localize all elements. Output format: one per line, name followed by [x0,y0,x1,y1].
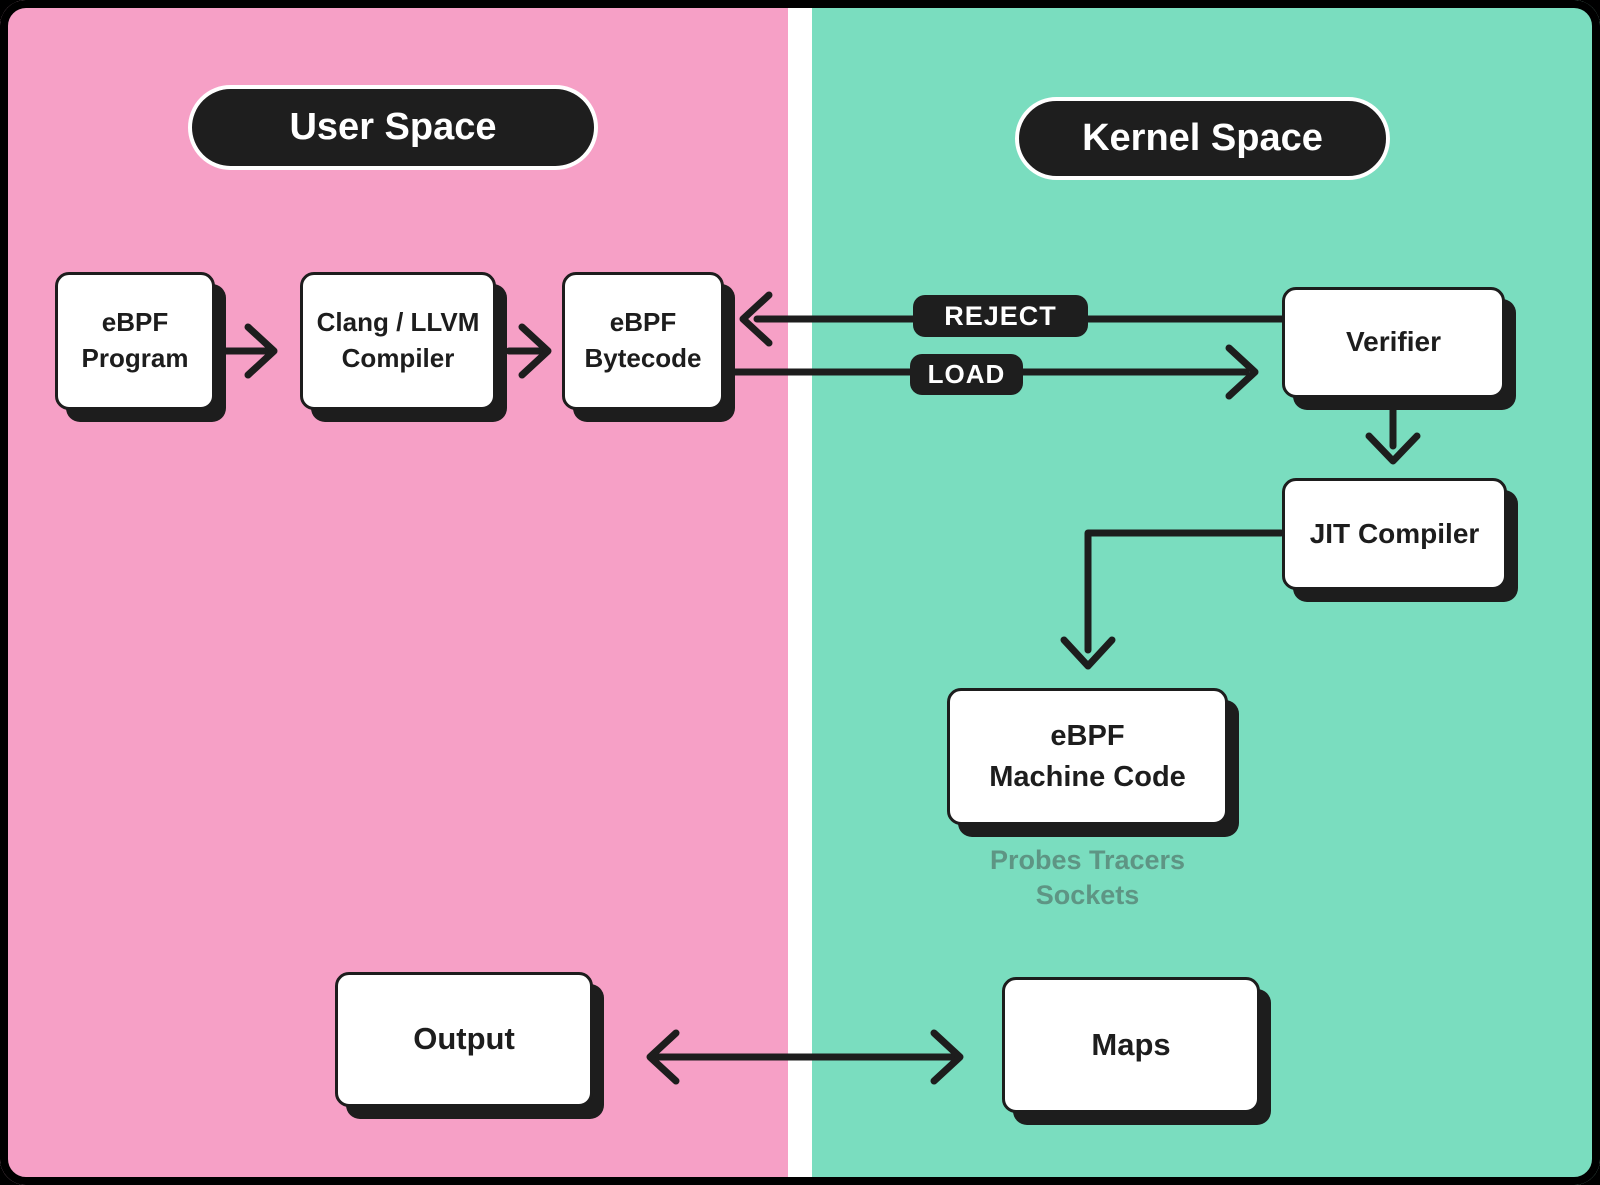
node-label: Output [413,1021,515,1057]
node-output: Output [335,972,593,1107]
edge-label-text: LOAD [927,359,1006,389]
node-ebpf-bytecode: eBPF Bytecode [562,272,724,410]
node-label-line: Program [81,343,189,373]
node-label-line: eBPF [1050,720,1125,753]
kernel-space-title-pill: Kernel Space [1015,97,1390,180]
panel-divider [788,0,812,1185]
edge-label-reject: REJECT [913,295,1088,337]
node-ebpf-program: eBPF Program [55,272,215,410]
hooks-line: Sockets [1035,880,1140,911]
node-label-line: eBPF [101,307,169,338]
user-space-title: User Space [289,106,497,148]
kernel-space-title: Kernel Space [1082,117,1323,159]
node-label: Maps [1091,1026,1171,1062]
node-ebpf-machine-code: eBPF Machine Code [947,688,1228,825]
edge-label-load: LOAD [910,354,1023,395]
node-label-line: Machine Code [989,760,1186,793]
hooks-annotation: Probes Tracers Sockets [947,843,1228,913]
user-space-title-pill: User Space [188,85,598,170]
node-label-line: eBPF [609,307,677,338]
node-label: Verifier [1346,326,1441,358]
hooks-line: Probes Tracers [989,845,1186,875]
node-clang-llvm-compiler: Clang / LLVM Compiler [300,272,496,410]
node-verifier: Verifier [1282,287,1505,398]
node-label-line: Bytecode [584,343,702,373]
node-jit-compiler: JIT Compiler [1282,478,1507,590]
node-label-line: Clang / LLVM [316,307,480,338]
node-maps: Maps [1002,977,1260,1113]
node-label-line: Compiler [341,343,455,373]
edge-label-text: REJECT [944,300,1057,331]
node-label: JIT Compiler [1309,517,1480,549]
